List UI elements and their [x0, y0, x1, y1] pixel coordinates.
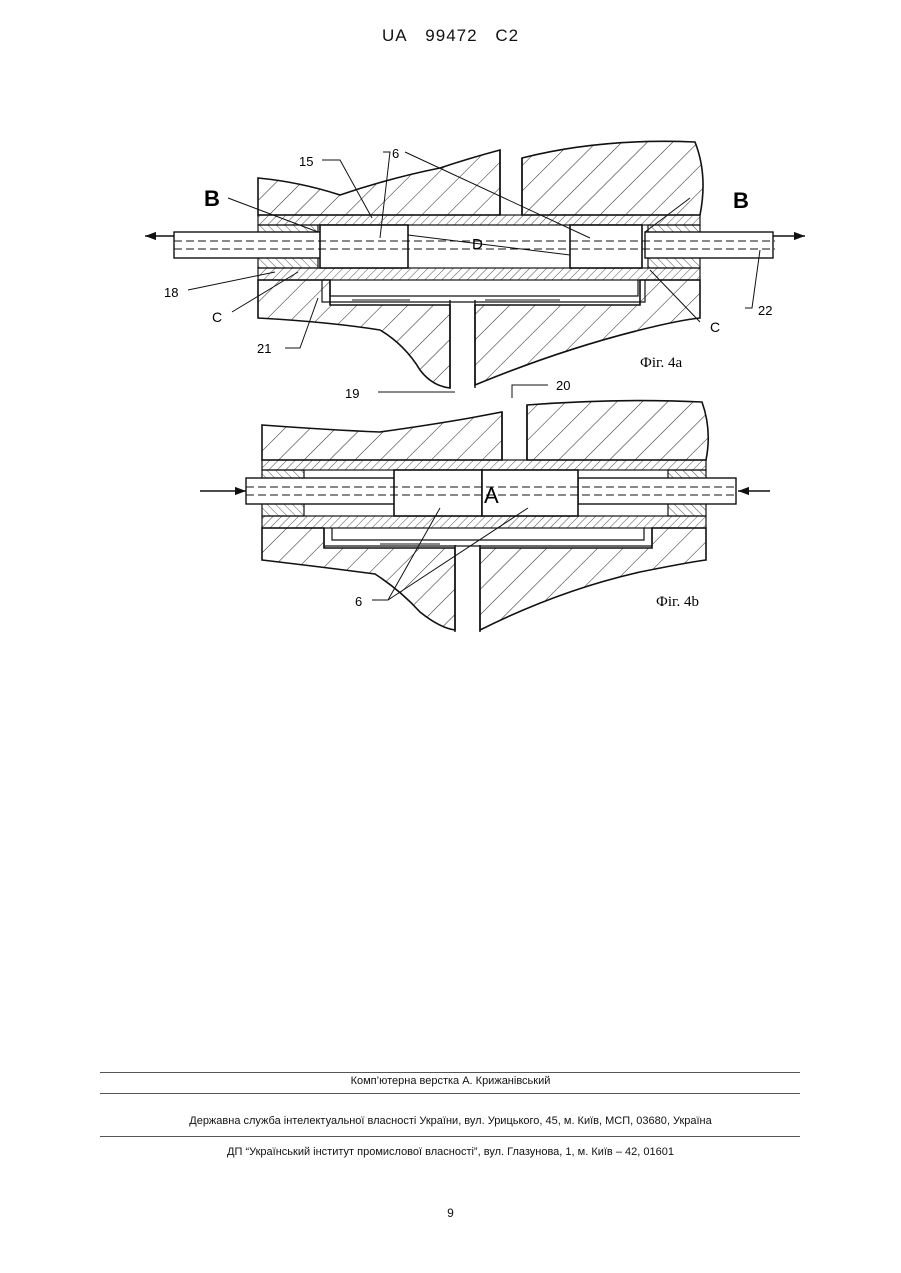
- label-D: D: [472, 236, 483, 253]
- footer-publisher: ДП “Український інститут промислової вла…: [0, 1146, 901, 1158]
- figure-4a: [145, 141, 805, 392]
- footer-compiler: Комп’ютерна верстка А. Крижанівський: [0, 1075, 901, 1087]
- patent-drawing: 15 6 B B D 18 C C 22 21 19 Фіг. 4а: [0, 0, 901, 700]
- footer-agency: Державна служба інтелектуальної власност…: [0, 1115, 901, 1127]
- caption-fig-4a: Фіг. 4а: [640, 355, 682, 371]
- label-15: 15: [299, 154, 313, 169]
- label-18: 18: [164, 285, 178, 300]
- body-lower-left-4b: [262, 528, 455, 630]
- label-B-left: B: [204, 186, 220, 211]
- label-21: 21: [257, 341, 271, 356]
- label-6-bottom: 6: [355, 594, 362, 609]
- footer-divider-3: [100, 1136, 800, 1137]
- page-number: 9: [0, 1206, 901, 1220]
- label-6-top: 6: [392, 146, 399, 161]
- body-left-4b: [262, 412, 502, 460]
- caption-fig-4b: Фіг. 4b: [656, 594, 699, 610]
- body-right-4b: [527, 401, 708, 460]
- body-right-4a: [522, 141, 703, 215]
- body-left-4a: [258, 150, 500, 215]
- label-A: A: [484, 483, 499, 508]
- label-C-right: C: [710, 319, 720, 335]
- label-19: 19: [345, 386, 359, 401]
- label-22: 22: [758, 303, 772, 318]
- label-20: 20: [556, 378, 570, 393]
- label-C-left: C: [212, 309, 222, 325]
- footer-divider-1: [100, 1072, 800, 1073]
- body-lower-right-4b: [480, 528, 706, 630]
- footer-divider-2: [100, 1093, 800, 1094]
- label-B-right: B: [733, 188, 749, 213]
